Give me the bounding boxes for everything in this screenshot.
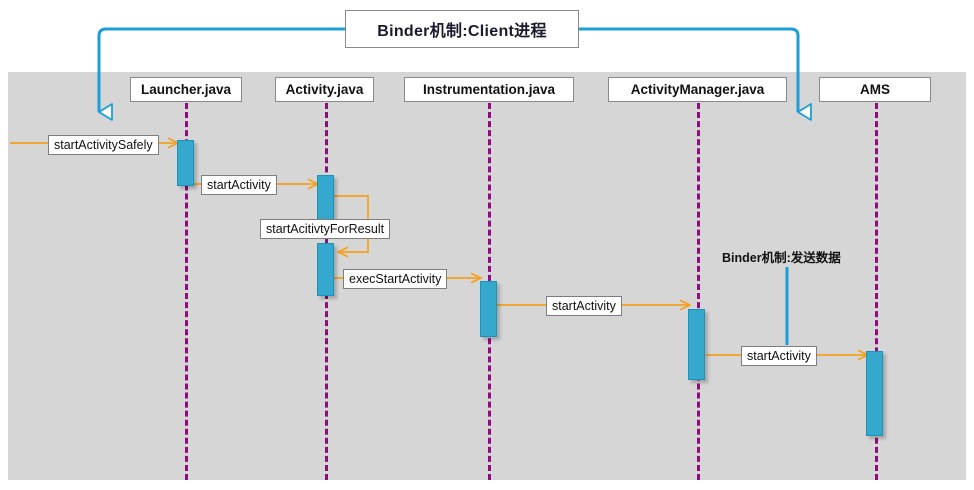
- note-binder-send-data: Binder机制:发送数据: [722, 247, 841, 266]
- message-label-startactivity-3-text: startActivity: [747, 349, 811, 363]
- lifeline-ams: [875, 103, 878, 480]
- lifeline-header-activitymanager-label: ActivityManager.java: [630, 82, 765, 97]
- lifeline-header-instrumentation[interactable]: Instrumentation.java: [404, 77, 574, 102]
- lifeline-launcher: [185, 103, 188, 480]
- activation-activitymanager: [688, 309, 705, 380]
- lifeline-header-launcher[interactable]: Launcher.java: [130, 77, 242, 102]
- message-label-startacitivtyforresult[interactable]: startAcitivtyForResult: [260, 219, 391, 239]
- lifeline-header-ams[interactable]: AMS: [819, 77, 931, 102]
- message-label-execstartactivity-text: execStartActivity: [349, 272, 442, 286]
- lifeline-header-activity[interactable]: Activity.java: [275, 77, 374, 102]
- message-label-startacitivtyforresult-text: startAcitivtyForResult: [266, 222, 385, 236]
- message-label-startactivity-1-text: startActivity: [207, 178, 271, 192]
- note-binder-send-data-label: Binder机制:发送数据: [722, 251, 841, 265]
- lifeline-activitymanager: [697, 103, 700, 480]
- title-box-label: Binder机制:Client进程: [377, 23, 547, 40]
- message-label-startactivitysafely-text: startActivitySafely: [54, 138, 153, 152]
- lifeline-header-activitymanager[interactable]: ActivityManager.java: [608, 77, 787, 102]
- lifeline-header-ams-label: AMS: [860, 82, 890, 97]
- diagram-panel: [8, 72, 966, 480]
- message-label-startactivity-2-text: startActivity: [552, 299, 616, 313]
- lifeline-header-instrumentation-label: Instrumentation.java: [422, 82, 556, 97]
- activation-activity-2: [317, 243, 334, 296]
- title-box-binder-client-process[interactable]: Binder机制:Client进程: [345, 10, 579, 48]
- lifeline-header-activity-label: Activity.java: [285, 82, 364, 97]
- message-label-execstartactivity[interactable]: execStartActivity: [343, 269, 448, 289]
- lifeline-header-launcher-label: Launcher.java: [140, 82, 232, 97]
- message-label-startactivitysafely[interactable]: startActivitySafely: [48, 135, 159, 155]
- activation-instrumentation: [480, 281, 497, 337]
- message-label-startactivity-2[interactable]: startActivity: [546, 296, 622, 316]
- message-label-startactivity-1[interactable]: startActivity: [201, 175, 277, 195]
- activation-launcher: [177, 140, 194, 186]
- activation-ams: [866, 351, 883, 436]
- activation-activity-1: [317, 175, 334, 223]
- message-label-startactivity-3[interactable]: startActivity: [741, 346, 817, 366]
